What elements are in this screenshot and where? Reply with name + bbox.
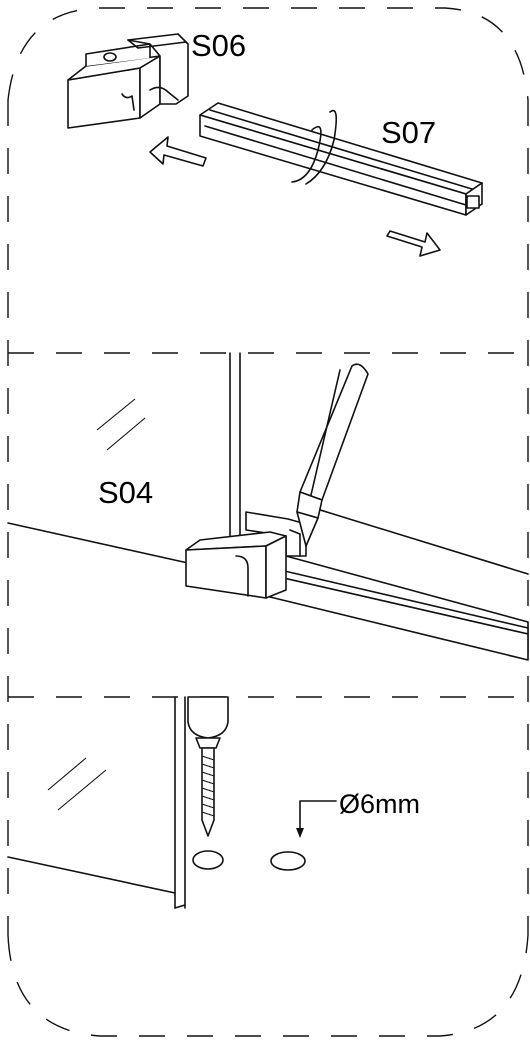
bracket-s04 bbox=[185, 511, 307, 599]
arrow-left-icon bbox=[149, 136, 207, 167]
glass-reflection-icon-2 bbox=[47, 757, 107, 811]
drill-icon bbox=[187, 696, 229, 837]
glass-reflection-icon bbox=[96, 398, 146, 451]
label-hole-diameter: Ø6mm bbox=[339, 789, 420, 819]
label-s07: S07 bbox=[381, 115, 436, 150]
panel-3: Ø6mm bbox=[7, 696, 420, 909]
drill-hole-left bbox=[192, 850, 224, 870]
end-cap-s06 bbox=[67, 33, 189, 129]
panel-2: S04 bbox=[7, 352, 529, 661]
dimension-arrow-icon bbox=[296, 828, 304, 838]
arrow-right-icon bbox=[386, 230, 441, 257]
panel-1: S06 S07 bbox=[67, 28, 483, 257]
rail-s07 bbox=[199, 102, 483, 216]
dimension-leader bbox=[299, 800, 337, 837]
label-s04: S04 bbox=[98, 475, 153, 510]
drill-hole-right bbox=[270, 851, 306, 871]
pencil-icon bbox=[296, 363, 369, 547]
label-s06: S06 bbox=[191, 28, 246, 63]
diagram-frame bbox=[7, 7, 529, 1037]
